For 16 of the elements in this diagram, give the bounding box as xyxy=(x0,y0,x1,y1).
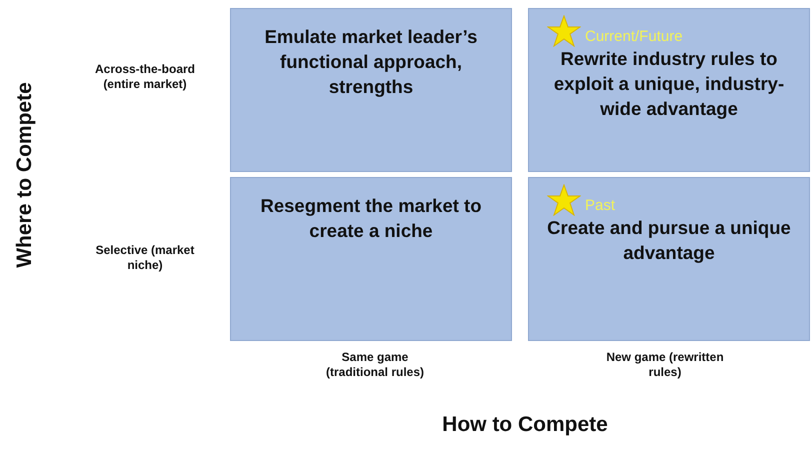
strategy-text: Rewrite industry rules to exploit a unique, industry-wide advantage xyxy=(552,47,786,121)
axis-title: Where to Compete xyxy=(12,82,38,268)
quadrant-box xyxy=(528,8,810,172)
axis-category: Selective (market niche) xyxy=(94,243,196,273)
stage-tag: Past xyxy=(585,197,616,216)
axis-category: Across-the-board (entire market) xyxy=(94,62,196,92)
axis-category: New game (rewritten rules) xyxy=(606,350,724,380)
strategy-text: Emulate market leader’s functional approach, strengths xyxy=(264,25,478,99)
quadrant-box xyxy=(230,177,512,341)
quadrant-box xyxy=(230,8,512,172)
axis-category: Same game (traditional rules) xyxy=(324,350,425,380)
strategy-text: Resegment the market to create a niche xyxy=(259,194,483,243)
strategy-text: Create and pursue a unique advantage xyxy=(546,216,792,265)
axis-title: How to Compete xyxy=(442,412,608,438)
stage-tag: Current/Future xyxy=(585,28,683,47)
quadrant-box xyxy=(528,177,810,341)
